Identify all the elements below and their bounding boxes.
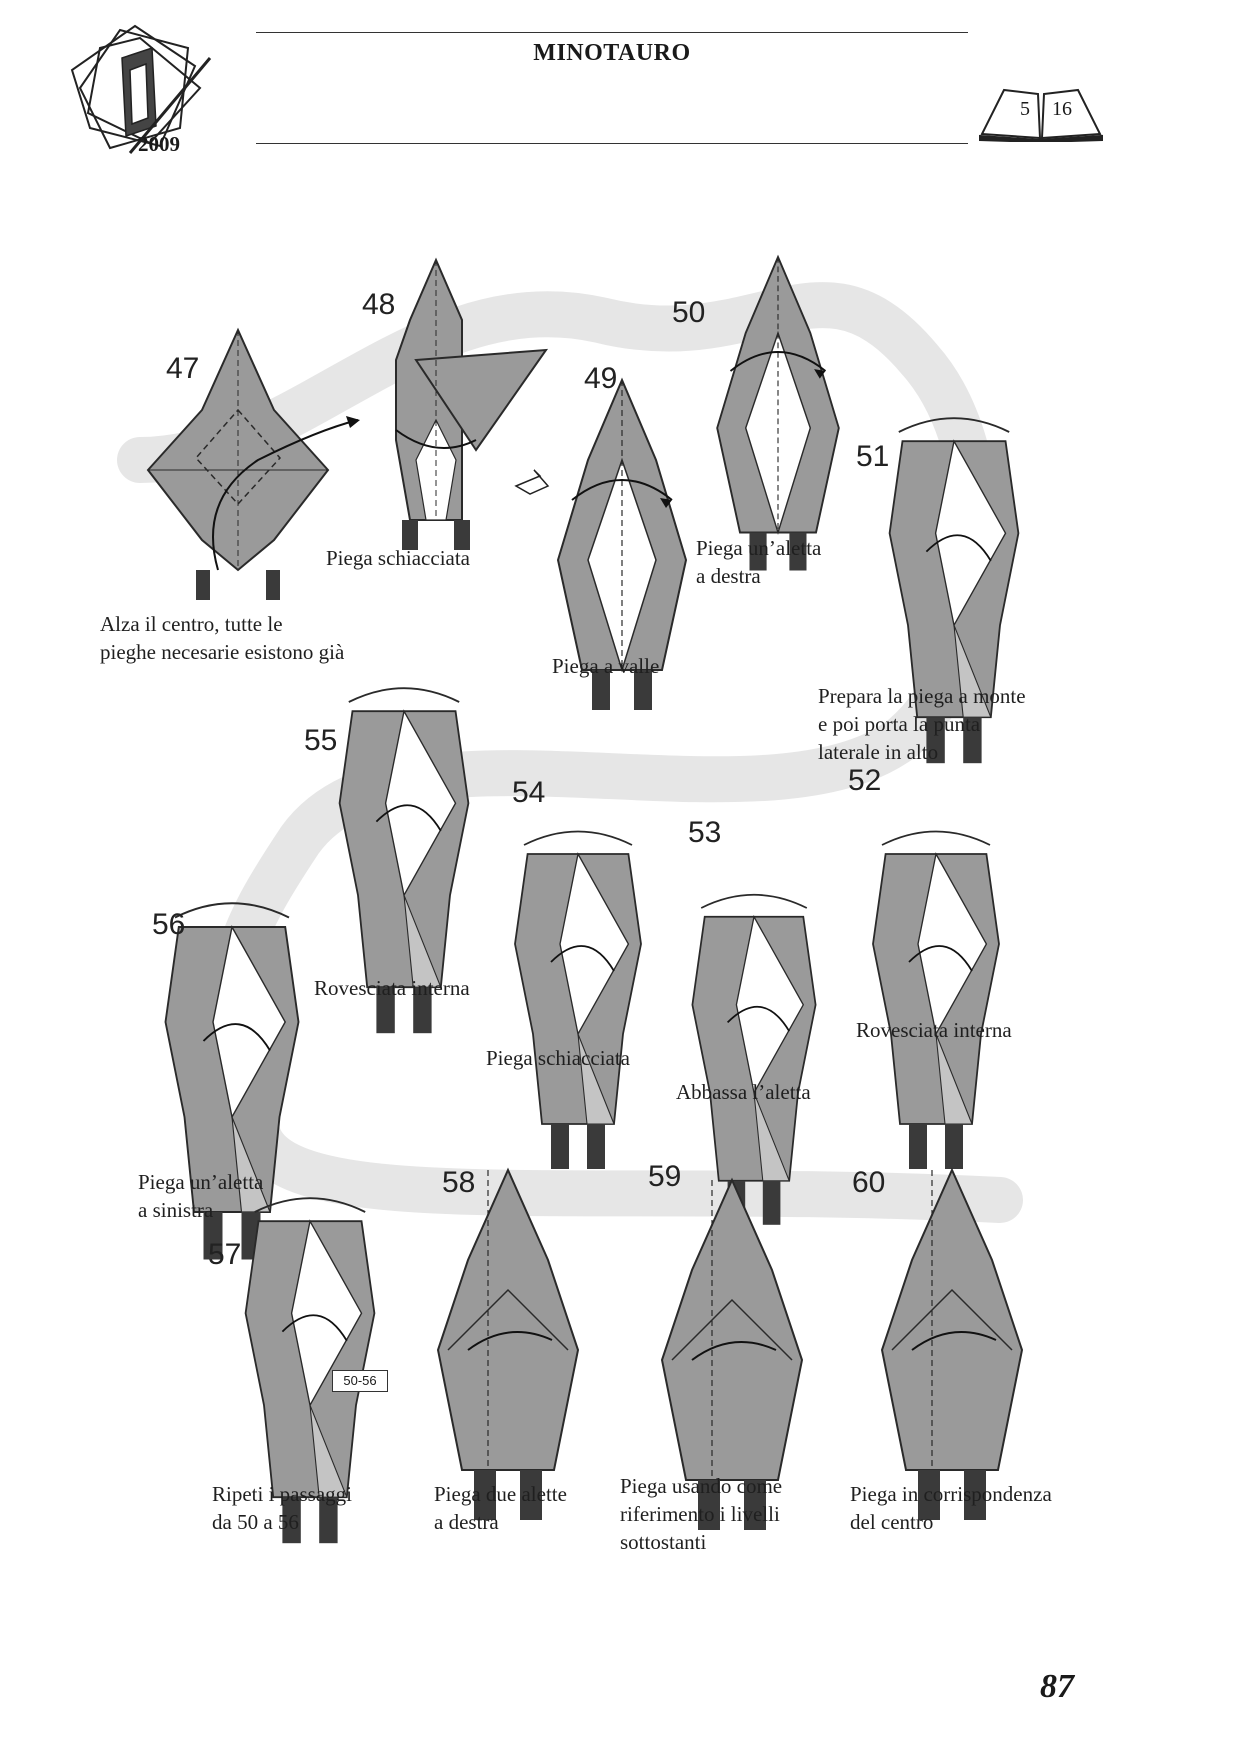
- step-number-56: 56: [152, 908, 185, 942]
- caption-step-50: Piega un’aletta a destra: [696, 534, 821, 590]
- caption-step-48: Piega schiacciata: [326, 544, 470, 572]
- step-number-54: 54: [512, 776, 545, 810]
- header-rule-top: [256, 32, 968, 33]
- step-number-47: 47: [166, 352, 199, 386]
- caption-step-55: Rovesciata interna: [314, 974, 470, 1002]
- caption-step-58: Piega due alette a destra: [434, 1480, 567, 1536]
- step-number-48: 48: [362, 288, 395, 322]
- caption-step-47: Alza il centro, tutte le pieghe necesari…: [100, 610, 344, 666]
- step-number-52: 52: [848, 764, 881, 798]
- caption-step-49: Piega a valle: [552, 652, 659, 680]
- step-number-60: 60: [852, 1166, 885, 1200]
- step-number-55: 55: [304, 724, 337, 758]
- caption-step-51: Prepara la piega a monte e poi porta la …: [818, 682, 1026, 766]
- step-number-53: 53: [688, 816, 721, 850]
- step-number-58: 58: [442, 1166, 475, 1200]
- step-number-59: 59: [648, 1160, 681, 1194]
- origami-diagram: [0, 240, 1240, 1580]
- header-rule-bottom: [256, 143, 968, 144]
- page-number: 87: [1040, 1668, 1074, 1706]
- book-page-left: 5: [1020, 98, 1030, 121]
- open-book-icon: [978, 84, 1104, 142]
- book-page-right: 16: [1052, 98, 1072, 121]
- step-number-49: 49: [584, 362, 617, 396]
- caption-step-60: Piega in corrispondenza del centro: [850, 1480, 1052, 1536]
- step-number-50: 50: [672, 296, 705, 330]
- step-number-51: 51: [856, 440, 889, 474]
- step-number-57: 57: [208, 1238, 241, 1272]
- logo-year: 2009: [138, 132, 180, 157]
- caption-step-57: Ripeti i passaggi da 50 a 56: [212, 1480, 352, 1536]
- caption-step-54: Piega schiacciata: [486, 1044, 630, 1072]
- caption-step-59: Piega usando come riferimento i livelli …: [620, 1472, 782, 1556]
- caption-step-56: Piega un’aletta a sinistra: [138, 1168, 263, 1224]
- caption-step-52: Rovesciata interna: [856, 1016, 1012, 1044]
- repeat-reference-tag: 50-56: [332, 1370, 388, 1392]
- caption-step-53: Abbassa l’aletta: [676, 1078, 811, 1106]
- page-title: MINOTAURO: [256, 40, 968, 67]
